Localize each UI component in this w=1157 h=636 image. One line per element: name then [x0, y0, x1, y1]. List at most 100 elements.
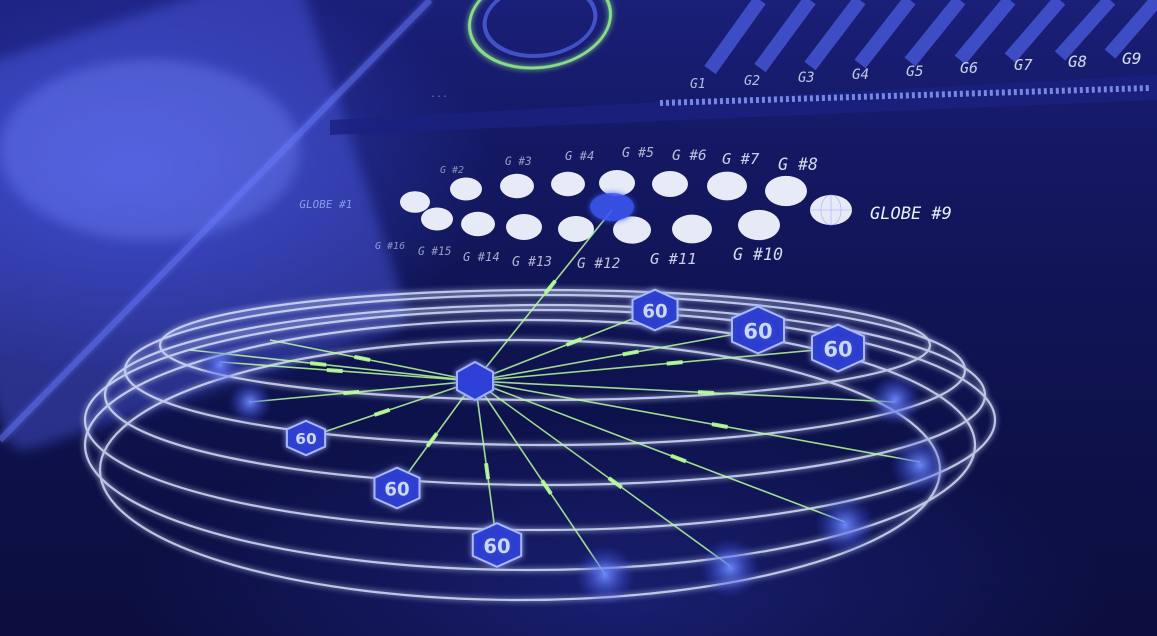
globe-top-1[interactable] [400, 191, 430, 213]
hex-node-shape [811, 323, 865, 373]
spoke [474, 380, 846, 523]
spoke [219, 361, 476, 382]
spoke-packet [711, 422, 728, 429]
hex-node[interactable]: 60 [373, 466, 421, 510]
globe-bottom-label: G #16 [375, 241, 405, 252]
hex-node[interactable]: 60 [811, 323, 865, 373]
hex-node[interactable]: 60 [731, 305, 785, 355]
spoke-packet [697, 390, 715, 395]
globe-top-label: G #6 [672, 148, 707, 164]
hex-node-shape [285, 419, 327, 457]
globe-bottom-4[interactable] [558, 216, 594, 242]
bar-label: G8 [1068, 52, 1087, 71]
bar-label: G1 [690, 77, 706, 92]
bar-label: G3 [798, 70, 815, 86]
globe-right-label: GLOBE #9 [870, 204, 952, 224]
spoke-packet [666, 360, 683, 366]
spoke-packet [670, 453, 687, 464]
spoke-packet [540, 479, 553, 495]
globe-9-grid [810, 194, 852, 226]
hex-node-shape [373, 466, 421, 510]
globe-top-label: G #8 [778, 155, 818, 174]
hex-node-shape [731, 305, 785, 355]
hex-nodes: 60 60 60 60 60 60 [285, 288, 865, 568]
hex-node[interactable]: 60 [471, 522, 523, 568]
globe-top-6[interactable] [652, 171, 688, 197]
globe-top-label: G #7 [722, 150, 760, 168]
spoke [474, 209, 613, 382]
spoke [474, 309, 656, 382]
globe-bottom-2[interactable] [461, 211, 495, 237]
spoke-packet [343, 389, 360, 396]
globe-bottom-label: G #12 [577, 256, 620, 272]
spoke [474, 347, 839, 382]
bar-label: G4 [852, 67, 869, 83]
spoke-packet [373, 407, 391, 417]
blurred-nodes [200, 345, 950, 605]
globe-top-7[interactable] [707, 171, 747, 201]
globe-top-8[interactable] [765, 175, 807, 207]
hex-node[interactable]: 60 [285, 419, 327, 457]
spoke [474, 329, 759, 382]
hex-node[interactable]: 60 [631, 288, 679, 332]
left-panel-blur [0, 0, 433, 450]
hex-node-label: 60 [743, 319, 772, 343]
bar-label: G2 [744, 74, 760, 89]
globe-bottom-label: G #15 [418, 245, 451, 258]
hex-node-label: 60 [823, 337, 852, 361]
network-spokes [189, 209, 921, 575]
spoke [474, 380, 921, 463]
spoke-packet [326, 367, 343, 374]
bar-label: G5 [906, 63, 924, 80]
globe-bottom-6[interactable] [672, 214, 712, 244]
globe-bottom-5[interactable] [613, 216, 651, 244]
spoke-packet [425, 432, 439, 448]
globe-left-label: GLOBE #1 [298, 198, 353, 211]
globe-bottom-label: G #11 [650, 250, 697, 268]
spoke [269, 339, 476, 382]
spoke [305, 380, 476, 439]
globe-top-3[interactable] [500, 173, 534, 199]
globe-top-4[interactable] [551, 171, 585, 197]
globe-top-5[interactable] [599, 170, 635, 196]
spoke [474, 380, 606, 575]
bar-label: G6 [960, 59, 978, 77]
spoke [249, 380, 476, 403]
globe-top-2[interactable] [450, 177, 482, 201]
gauge [467, 0, 613, 70]
globe-top-label: G #5 [622, 146, 654, 161]
spoke-packet [543, 279, 557, 295]
spoke-packet [565, 337, 583, 347]
hex-node-label: 60 [384, 479, 409, 500]
spoke-packet [607, 476, 623, 490]
bar-chart-stripes [704, 0, 1157, 75]
spoke [189, 349, 476, 382]
hex-node-label: 60 [642, 301, 667, 322]
spoke [474, 380, 896, 403]
hex-node-shape [471, 522, 523, 568]
globe-bottom-label: G #10 [733, 245, 783, 264]
globe-bottom-1[interactable] [421, 207, 453, 231]
bar-label: G9 [1122, 49, 1142, 68]
globe-bottom-7[interactable] [738, 209, 780, 241]
globe-bottom-label: G #14 [463, 250, 500, 264]
spoke-packet [622, 349, 639, 357]
spoke-packet [310, 361, 327, 367]
globe-top-label: G #3 [505, 155, 532, 168]
globe-bottom-3[interactable] [506, 214, 542, 240]
selected-globe-marker[interactable] [590, 193, 634, 221]
hex-node-label: 60 [295, 430, 316, 448]
center-hub[interactable] [456, 360, 494, 402]
dotted-scale [659, 85, 1151, 106]
hex-node-label: 60 [483, 535, 510, 558]
spoke-packet [484, 463, 491, 480]
spoke-packet [354, 354, 371, 362]
gauge-caption: ... [430, 89, 448, 100]
hex-node-shape [631, 288, 679, 332]
globe-top-label: G #2 [440, 165, 464, 176]
